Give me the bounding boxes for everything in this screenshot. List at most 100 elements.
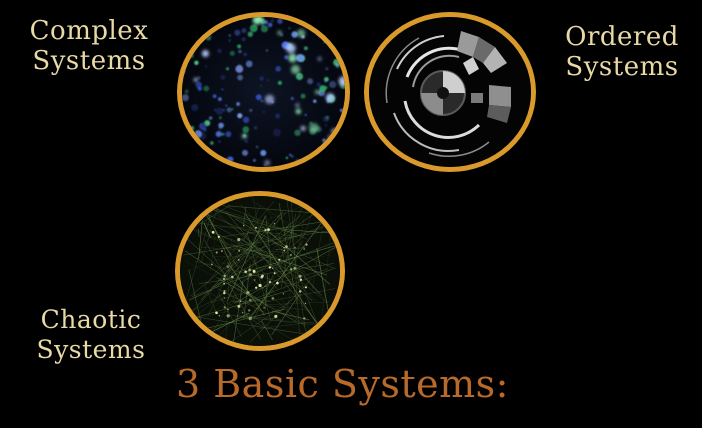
web-strand [251,301,330,306]
particle [335,133,344,141]
particle [307,78,314,85]
web-strand [229,294,262,329]
particle [319,85,327,93]
web-node [241,312,244,314]
web-strand [221,236,241,273]
web-strand [186,202,326,346]
particle [231,108,234,111]
glow-particle [285,43,296,54]
web-strand [271,310,310,321]
web-strand [240,204,323,297]
ordered-label-line-1: Ordered [565,22,679,52]
particle [245,60,253,68]
particle [228,39,231,42]
particle [219,116,222,120]
web-node [244,270,247,273]
particle [333,58,341,67]
web-node [248,309,251,312]
particle [226,17,231,20]
particle [336,152,344,160]
web-strand [242,248,278,290]
web-node [299,290,302,293]
web-node [304,302,307,304]
web-strand [223,252,306,327]
particle [226,107,232,113]
particle [342,114,345,118]
particle [215,131,222,137]
particle [253,125,258,130]
web-node [254,279,256,281]
web-strand [222,269,240,276]
web-node [283,247,285,249]
web-strand [240,202,314,297]
web-node [223,282,225,285]
particle [259,76,264,81]
particle [189,125,195,131]
web-strand [248,201,338,320]
web-strand [207,205,261,317]
web-strand [249,278,312,343]
web-node [246,278,248,280]
web-node [263,306,265,309]
particle [290,96,294,101]
web-strand [218,255,332,265]
web-strand [235,316,334,328]
particle [341,55,344,58]
web-strand [227,298,294,345]
particle [208,116,213,120]
web-node [268,266,271,269]
web-node [217,235,220,238]
web-strand [221,210,245,222]
particle [330,40,334,44]
web-strand [231,301,312,311]
particle [288,27,291,29]
particle [214,108,217,112]
particle [229,50,235,56]
complex-systems-image [177,12,350,172]
web-strand [180,222,307,278]
web-strand [216,214,328,303]
ordered-label-line-2: Systems [565,52,679,82]
web-strand [253,202,305,320]
web-node [255,226,257,229]
web-node [238,259,240,261]
particle [242,116,250,124]
particle [242,149,248,156]
particle [201,122,207,129]
web-strand [205,312,250,336]
particle [204,65,208,68]
particle [325,67,329,71]
web-strand [262,225,331,285]
web-strand [321,234,331,317]
web-node [248,316,252,321]
web-strand [312,200,327,290]
glow-particle [290,64,301,75]
particle [265,49,269,52]
slide-title: 3 Basic Systems: [176,362,509,406]
web-node [249,273,252,277]
web-strand [195,204,297,235]
web-strand [182,303,208,316]
web-strand [265,214,272,268]
web-node [304,286,307,289]
web-node [223,274,226,277]
web-strand [303,276,321,296]
particle [273,128,281,137]
chaotic-systems-image [175,191,345,351]
web-node [218,314,221,317]
web-strand [205,286,218,316]
web-node [299,278,303,281]
particle [225,104,227,107]
web-node [264,228,267,232]
particle [234,29,241,36]
web-strand [210,268,329,303]
particle [237,113,243,119]
complex-particles-graphic [182,17,345,167]
particle [304,46,308,51]
web-strand [223,242,261,264]
particle [221,88,224,91]
web-strand [201,247,290,253]
web-node [226,314,230,318]
particle [253,159,256,162]
web-node [237,238,241,242]
